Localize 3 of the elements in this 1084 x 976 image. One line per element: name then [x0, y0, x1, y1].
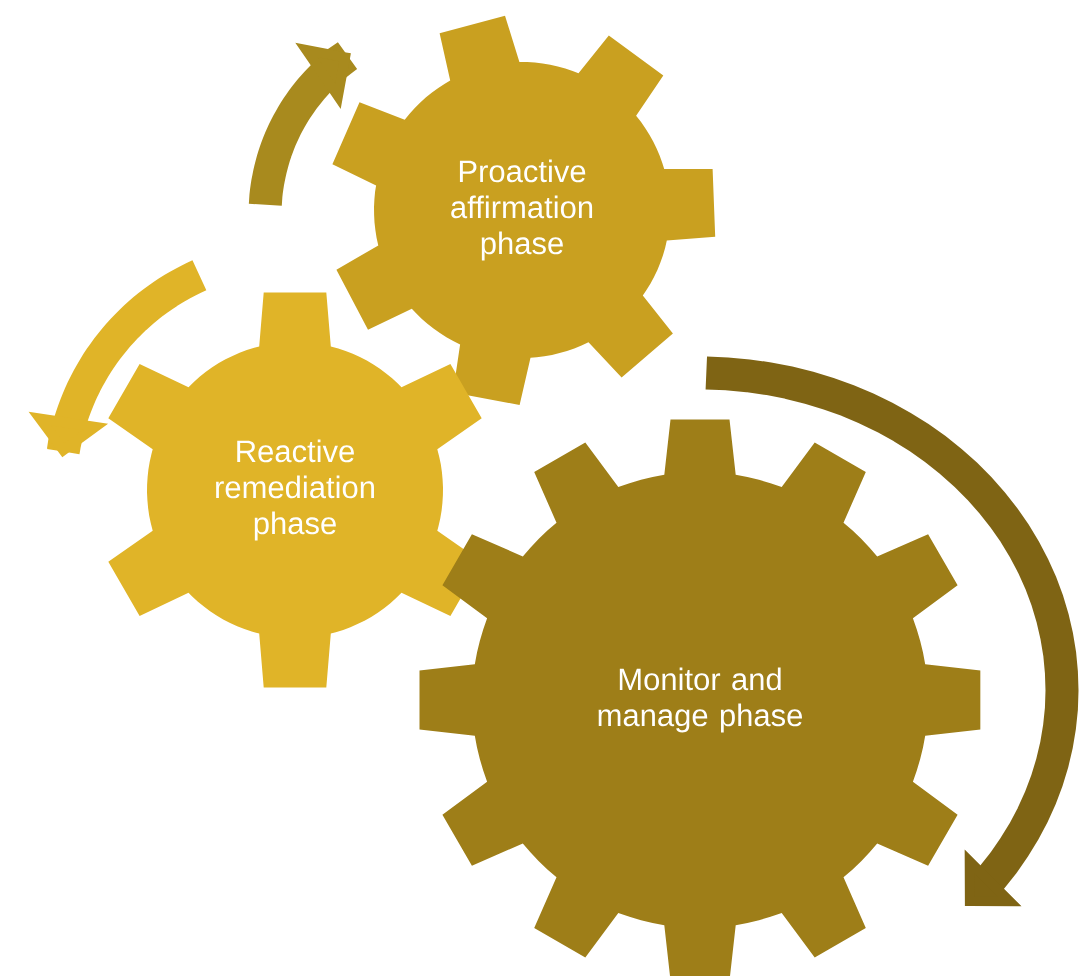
gear: Monitor and manage phase [419, 419, 981, 976]
gear: Reactive remediation phase [108, 292, 482, 688]
gear: Proactive affirmation phase [332, 15, 716, 405]
